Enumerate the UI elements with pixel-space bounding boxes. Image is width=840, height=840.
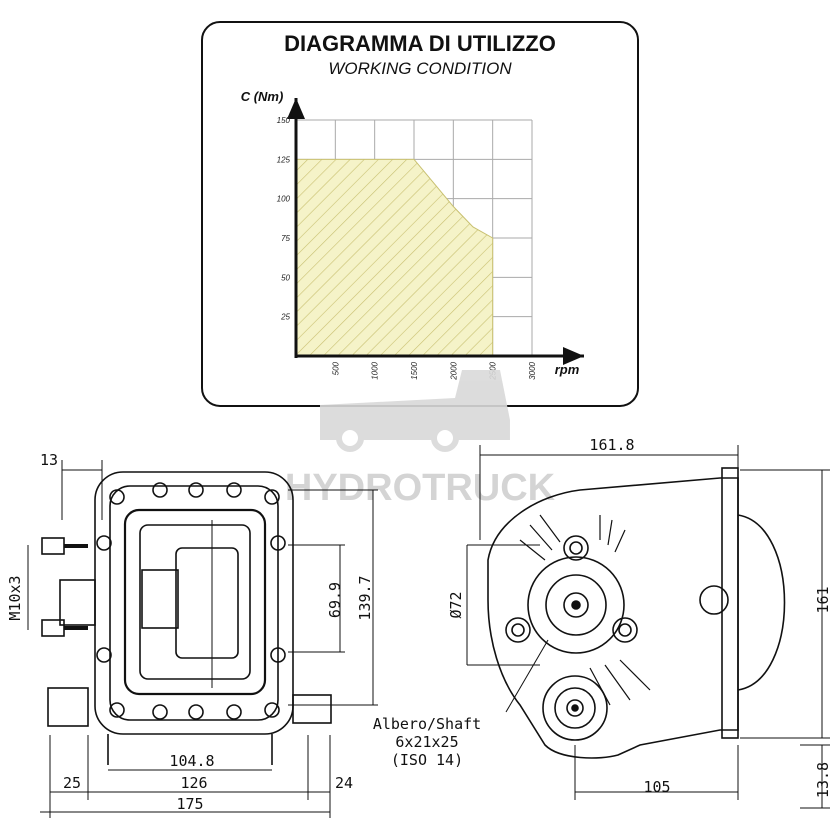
y-tick-label: 50 [281,273,290,282]
x-tick-label: 2000 [449,361,458,380]
dim-139-7: 139.7 [356,575,374,620]
dim-13-8: 13.8 [814,762,832,798]
chart-subtitle: WORKING CONDITION [328,59,512,78]
dim-25: 25 [63,774,81,792]
dim-dia-72: Ø72 [447,591,465,618]
y-tick-label: 150 [277,116,291,125]
side-view-dimensions [466,445,830,809]
x-axis-label: rpm [555,362,580,377]
x-tick-label: 500 [331,361,340,375]
dim-13: 13 [40,451,58,469]
y-axis-label: C (Nm) [241,89,284,104]
dim-161-8: 161.8 [589,436,634,454]
dim-175: 175 [176,795,203,813]
dim-m10x3: M10x3 [6,575,24,620]
watermark-truck-logo [320,370,510,452]
y-tick-label: 75 [281,234,290,243]
dim-69-9: 69.9 [326,582,344,618]
x-tick-label: 1500 [410,361,419,379]
shaft-note-line2: 6x21x25 [395,733,458,751]
watermark-text: HYDROTRUCK [285,467,556,509]
y-tick-labels: 25 50 75 100 125 150 [277,116,291,322]
dim-105: 105 [643,778,670,796]
x-tick-label: 1000 [371,361,380,379]
shaft-note-line3: (ISO 14) [391,751,463,769]
shaft-note-line1: Albero/Shaft [373,715,481,733]
y-tick-label: 100 [277,195,291,204]
working-area [295,158,494,357]
front-view-dimensions [27,460,378,818]
dim-104-8: 104.8 [169,752,214,770]
y-tick-label: 25 [280,313,290,322]
y-tick-label: 125 [277,155,291,164]
chart-title: DIAGRAMMA DI UTILIZZO [284,31,556,56]
x-tick-label: 3000 [528,361,537,379]
dim-24: 24 [335,774,353,792]
front-view-drawing [41,471,332,765]
dim-126: 126 [180,774,207,792]
side-view-drawing [487,467,786,759]
dim-161: 161 [814,586,832,613]
